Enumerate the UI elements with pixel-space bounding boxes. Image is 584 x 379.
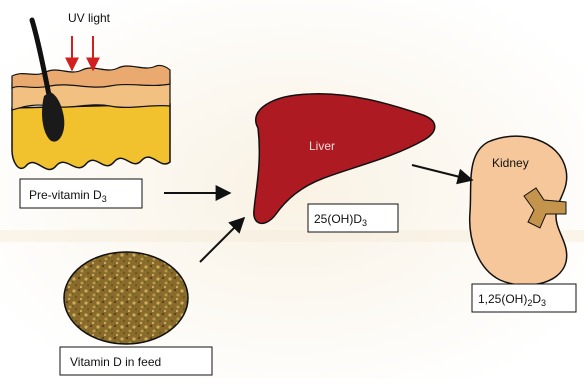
vitamin-d-feed-label: Vitamin D in feed	[70, 355, 161, 369]
feed-pile	[64, 252, 188, 344]
dihydroxy-subscript-2: 3	[541, 298, 546, 308]
pre-vitamin-d3-label: Pre-vitamin D3	[29, 188, 107, 204]
dihydroxy-d3-label: 1,25(OH)2D3	[478, 292, 546, 308]
dihydroxy-mid: D	[532, 292, 541, 306]
pre-vitamin-d3-subscript: 3	[102, 194, 107, 204]
pre-vitamin-d3-text: Pre-vitamin D	[29, 188, 102, 202]
liver-label: Liver	[309, 139, 335, 153]
kidney-label: Kidney	[492, 156, 529, 170]
dihydroxy-prefix: 1,25(OH)	[478, 292, 527, 306]
hydroxy-d3-subscript: 3	[362, 218, 367, 228]
hydroxy-d3-label: 25(OH)D3	[314, 212, 367, 228]
hydroxy-d3-text: 25(OH)D	[314, 212, 362, 226]
uv-light-label: UV light	[68, 11, 111, 25]
